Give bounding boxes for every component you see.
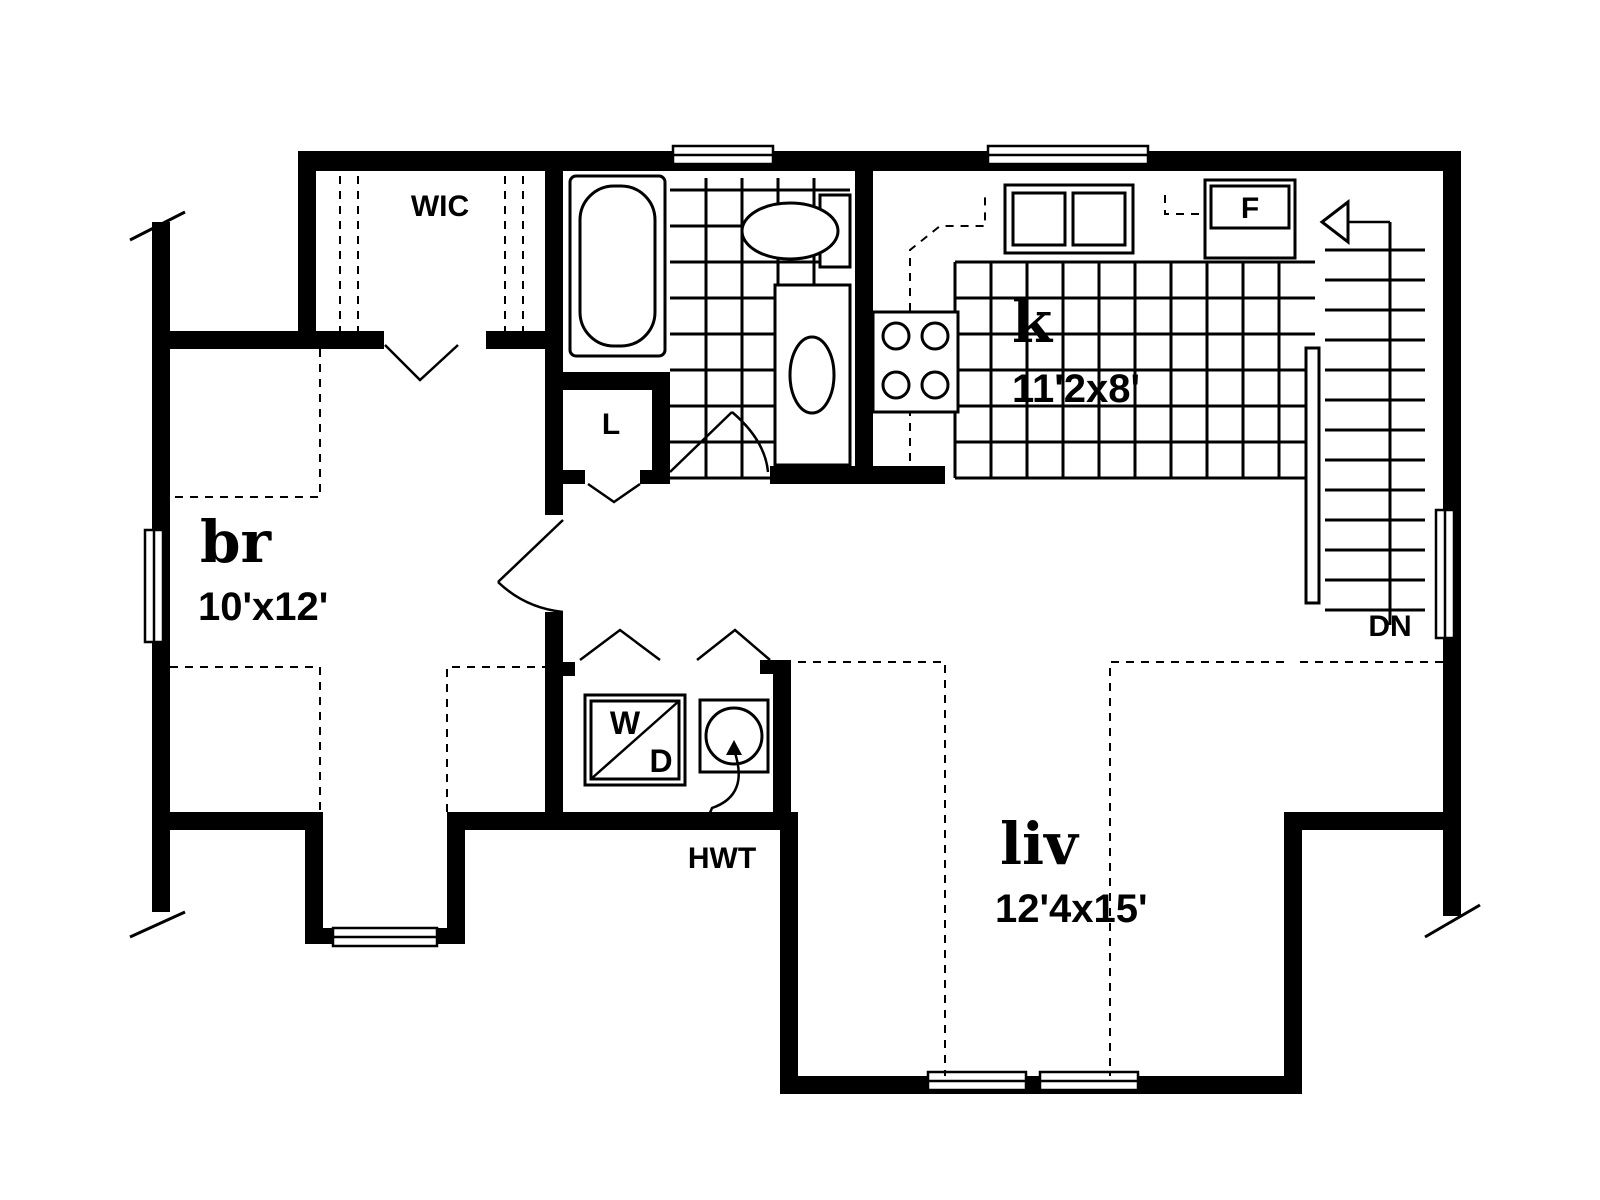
toilet-bowl bbox=[740, 201, 840, 261]
closet-shelves bbox=[339, 176, 524, 331]
linen-closet-label: L bbox=[602, 408, 620, 441]
kitchen-floor-tile-grid bbox=[953, 260, 1315, 480]
kitchen-name: k bbox=[1012, 288, 1054, 356]
stairs-down-label: DN bbox=[1368, 610, 1411, 643]
bath-floor-tile-grid bbox=[670, 178, 850, 480]
kitchen-size: 11'2x8' bbox=[1012, 367, 1140, 411]
hwt-label: HWT bbox=[688, 842, 756, 875]
bath-fixtures bbox=[568, 174, 852, 467]
dryer-label: D bbox=[649, 743, 672, 779]
stair-handrail bbox=[1304, 346, 1321, 605]
windows bbox=[143, 144, 1456, 1092]
sink-basin bbox=[788, 335, 836, 415]
doors bbox=[384, 344, 771, 661]
laundry bbox=[583, 693, 770, 826]
living-size: 12'4x15' bbox=[995, 887, 1148, 931]
washer-label: W bbox=[610, 705, 641, 741]
living-name: liv bbox=[1000, 810, 1080, 878]
bedroom-size: 10'x12' bbox=[198, 585, 328, 629]
stairs bbox=[1304, 198, 1425, 625]
bedroom-name: br bbox=[200, 508, 273, 576]
wic-label: WIC bbox=[411, 190, 469, 223]
hwt-arrow-icon bbox=[703, 749, 740, 826]
fridge-label: F bbox=[1241, 192, 1259, 225]
kitchen-fixtures bbox=[871, 178, 1297, 414]
